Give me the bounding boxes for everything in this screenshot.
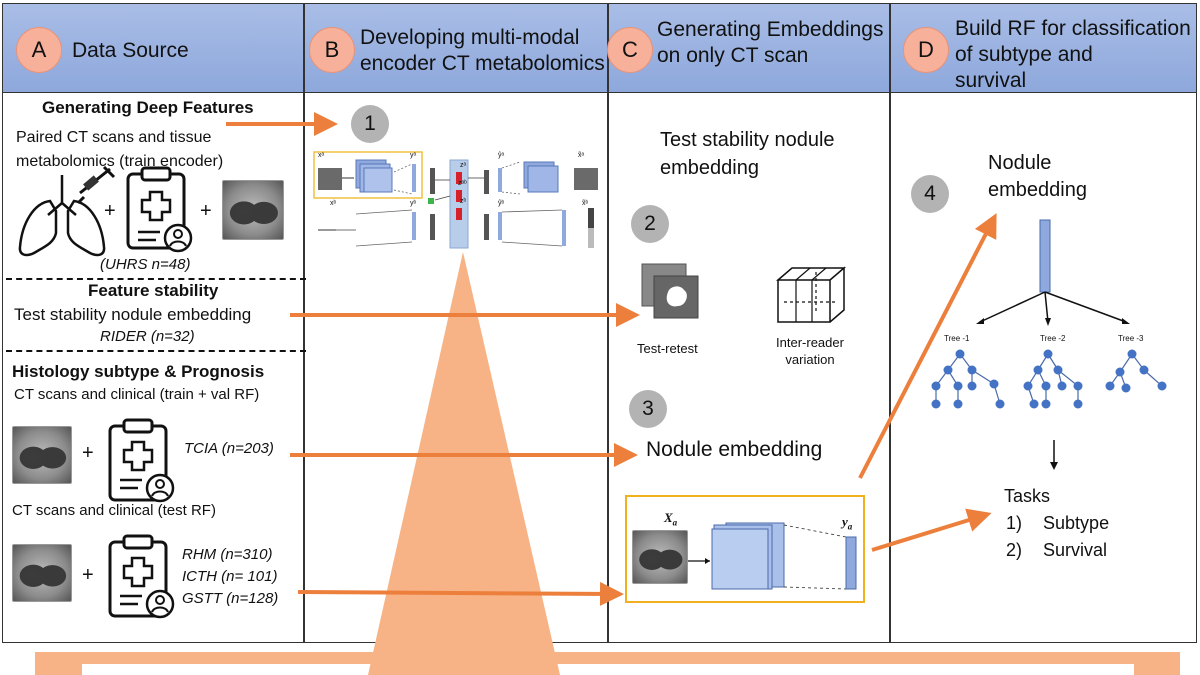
column-a-panel [2,3,304,643]
step-3-badge: 3 [629,390,667,428]
enc-lat-bot: yᵇ [410,200,417,207]
stability-title: Test stability nodule embedding [660,126,835,182]
enc-in-top: xᵃ [318,152,325,159]
plus-sign-4: + [82,564,94,586]
rider-cohort: RIDER (n=32) [100,328,195,345]
enc-rec-bot: ŷᵇ [498,200,505,207]
header-title-d: Build RF for classification of subtype a… [955,16,1191,94]
clipboard-icon-2 [108,418,175,503]
ct-encoder-box [625,495,865,603]
histology-heading: Histology subtype & Prognosis [12,362,265,381]
gstt-cohort: GSTT (n=128) [182,590,279,607]
header-title-a: Data Source [72,39,189,62]
plus-sign-1: + [104,200,116,222]
header-title-d-line1: Build RF for classification [955,17,1191,40]
ya-sub: a [847,521,853,532]
clipboard-icon [126,166,193,253]
inter-reader-cube-icon [775,266,847,323]
ct-scan-image-2 [12,426,72,484]
multimodal-encoder-diagram [313,151,598,249]
deep-features-desc-line2: metabolomics (train encoder) [16,153,224,170]
histology-test-desc: CT scans and clinical (test RF) [12,502,216,519]
plus-sign-2: + [200,200,212,222]
rf-nodule-embedding: Nodule embedding [988,150,1087,204]
ct-scan-image-4 [632,530,688,584]
ct-encoder-diagram [688,522,857,590]
header-title-b-line1: Developing multi-modal [360,26,580,49]
histology-train-desc: CT scans and clinical (train + val RF) [14,386,260,403]
feature-stability-desc: Test stability nodule embedding [14,305,252,324]
stability-title-line1: Test stability nodule [660,129,835,151]
inter-reader-line2: variation [785,352,835,367]
test-cohorts: RHM (n=310) ICTH (n= 101) GSTT (n=128) [182,544,278,610]
header-title-c-line1: Generating Embeddings [657,18,884,41]
random-forest-diagram [931,219,1167,470]
task-2-num: 2) [1006,540,1023,560]
step-2-badge: 2 [631,205,669,243]
ct-scan-image-1 [222,180,284,240]
tree-3-label: Tree -3 [1118,334,1144,343]
task-1-num: 1) [1006,513,1023,533]
uhrs-cohort: (UHRS n=48) [100,256,191,273]
task-item-1: 1) Subtype [1006,513,1109,534]
inter-reader-line1: Inter-reader [776,335,844,350]
stability-title-line2: embedding [660,157,759,179]
enc-z-b: zᵇ [460,198,467,205]
plus-sign-3: + [82,442,94,464]
rf-nodule-line1: Nodule [988,152,1052,174]
tasks-heading: Tasks [1004,486,1051,506]
enc-out-top: x̃ᵃ [578,152,585,159]
tree-2-label: Tree -2 [1040,334,1066,343]
task-2-label: Survival [1043,540,1108,560]
header-title-c-line2: on only CT scan [657,44,809,67]
badge-b: B [309,27,355,73]
ya-text: y [842,514,848,529]
enc-lat-top: yᵃ [410,152,417,159]
badge-d: D [903,27,949,73]
xa-label: Xa [664,510,677,528]
icth-cohort: ICTH (n= 101) [182,568,278,585]
test-retest-icon [641,263,699,319]
badge-a: A [16,27,62,73]
header-title-b: Developing multi-modal encoder CT metabo… [360,25,605,77]
feature-stability-heading: Feature stability [88,281,219,300]
enc-out-bot: x̃ᵇ [582,200,589,207]
enc-z-ab: zᵃᵇ [458,180,467,187]
ya-label: ya [842,514,852,532]
step-4-badge: 4 [911,175,949,213]
deep-features-heading: Generating Deep Features [42,98,254,117]
enc-in-bot: xᵇ [330,200,337,207]
deep-features-desc: Paired CT scans and tissue metabolomics … [16,126,223,174]
step-1-badge: 1 [351,105,389,143]
header-title-d-line3: survival [955,69,1027,92]
separator-1 [6,278,306,280]
xa-sub: a [672,517,678,528]
enc-z-a: zᵃ [460,162,467,169]
deep-features-desc-line1: Paired CT scans and tissue [16,129,212,146]
column-b-header [304,3,608,93]
clipboard-icon-3 [108,534,175,619]
rf-nodule-line2: embedding [988,179,1087,201]
header-title-d-line2: of subtype and [955,43,1093,66]
separator-2 [6,350,306,352]
rhm-cohort: RHM (n=310) [182,546,273,563]
inter-reader-label: Inter-reader variation [770,334,850,368]
header-title-c: Generating Embeddings on only CT scan [657,17,883,69]
lungs-icon [18,165,116,257]
badge-c: C [607,27,653,73]
test-retest-label: Test-retest [637,341,698,356]
xa-text: X [664,510,673,525]
ct-scan-image-3 [12,544,72,602]
task-1-label: Subtype [1043,513,1110,533]
tree-1-label: Tree -1 [944,334,970,343]
enc-rec-top: ŷᵃ [498,152,505,159]
tcia-cohort: TCIA (n=203) [184,440,274,457]
task-item-2: 2) Survival [1006,540,1107,561]
header-title-b-line2: encoder CT metabolomics [360,52,605,75]
nodule-embedding-label: Nodule embedding [646,438,823,461]
